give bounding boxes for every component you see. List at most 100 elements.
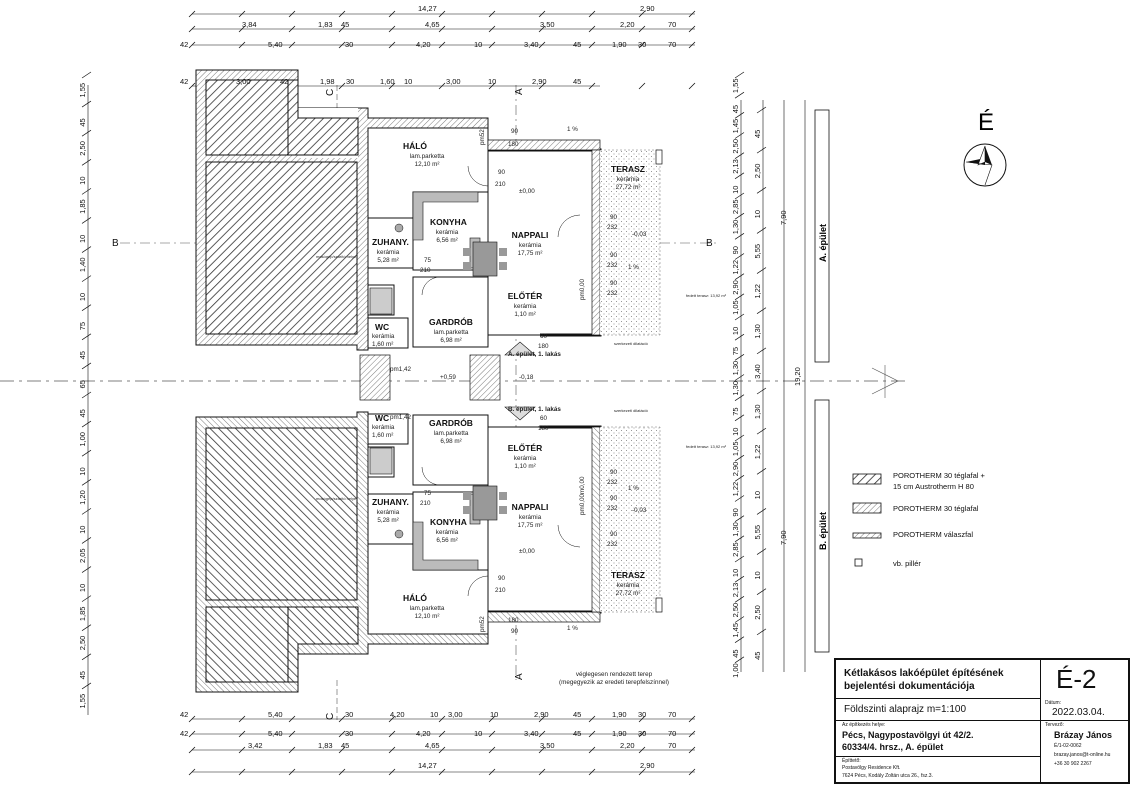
dim: 5,55 [753,525,762,540]
dim: 3,50 [540,20,555,29]
room-material: kerámia [617,582,640,589]
dim-tick [81,566,92,573]
dim-tick [734,293,745,301]
room-material: kerámia [372,424,395,431]
slope-mark: 1 % [628,264,639,271]
note: mosógép/szárító helye [316,496,357,501]
dim: 10 [753,210,762,218]
opening-dim: 90 [610,495,618,502]
dim: 1,90 [612,40,627,49]
opening-dim: 210 [495,181,506,188]
site-line-1: Pécs, Nagypostavölgyi út 42/2. [842,730,974,740]
dim: 2,50 [78,141,87,156]
opening-dim: 180 [508,617,519,624]
dim: 1,55 [78,83,87,98]
dim-tick [488,768,496,776]
level-mark: ±0,00 [519,548,535,555]
dim-tick [388,41,396,49]
dim-tick [188,41,196,49]
room-material: kerámia [519,242,542,249]
dim-tick [81,508,92,515]
dim: 2,50 [731,603,740,618]
dim: 2,50 [731,139,740,154]
dim: 1,22 [753,284,762,299]
dim-tick [488,82,496,90]
dim-tick [81,246,92,253]
opening-dim: 180 [538,425,549,432]
dim-tick [81,129,92,137]
room-material: lam.parketta [410,153,445,160]
dim-terrace-width-bottom: 2,90 [640,761,655,770]
building-labels: A. épület B. épület [814,109,830,653]
dim-tick [388,746,396,754]
dim: 70 [668,20,676,29]
dim-tick [388,10,396,18]
section-marker-b-right: B [706,238,713,249]
dim: 42 [180,729,188,738]
dim-tick [638,768,646,776]
dim-tick [288,10,296,18]
dim: 3,42 [248,741,263,750]
north-label: É [978,109,994,136]
dim: 1,05 [731,441,740,456]
room-labels-b: HÁLÓ lam.parketta 12,10 m² KONYHA kerámi… [372,413,645,620]
dim-tick [538,730,546,738]
dim: 2,13 [731,583,740,598]
legend-item-label: POROTHERM 30 téglafal + [893,471,986,480]
dim-tick [734,374,745,381]
room-material: kerámia [514,303,537,310]
section-marker-c-bottom: C [325,713,336,720]
dim-tick [756,508,767,515]
dim-tick [81,449,92,457]
dim-tick [81,595,92,602]
dim-tick [388,82,396,90]
opening-dim: pm52 [479,129,486,145]
dim: 10 [78,235,87,243]
builder-line-1: Postavölgy Residence Kft. [842,765,901,771]
dim: 2,20 [620,20,635,29]
dim-tick [488,10,496,18]
dim: 30 [346,77,354,86]
room-area: 6,98 m² [440,438,461,445]
dim-tick [438,768,446,776]
dim: 1,45 [731,119,740,134]
builder-line-2: 7624 Pécs, Kodály Zoltán utca 26., fsz.3… [842,773,933,779]
dim: 1,55 [731,78,740,93]
room-material: lam.parketta [434,329,469,336]
dim-tick [756,467,767,475]
dim-tick [734,495,745,502]
dim: 1,30 [731,522,740,537]
note: szerkezeti dilatáció [614,408,649,413]
dim: 1,30 [753,324,762,339]
legend-swatch-insulated [852,473,882,485]
note: fedett terasz: 13,92 m² [686,293,727,298]
dim-tick [688,730,696,738]
dim: 1,90 [612,710,627,719]
note: mosógép/szárító helye [316,254,357,259]
title-line-2: bejelentési dokumentációja [844,681,975,692]
dim-tick [438,25,446,33]
dim-tick [538,41,546,49]
room-area: 1,60 m² [372,432,393,439]
dim: 45 [753,652,762,660]
room-name: ZUHANY. [372,237,409,247]
dimensions-top: 14,27 2,90 3,84 1,83 45 4,65 3,50 2,20 7… [180,4,676,86]
dim-tick [388,715,396,723]
room-material: kerámia [514,455,537,462]
dim-tick [81,362,92,370]
legend-item-label: 15 cm Austrotherm H 80 [893,482,974,491]
dim: 3,40 [524,729,539,738]
dim: 90 [731,246,740,254]
dim: 1,22 [753,445,762,460]
dim-tick [238,768,246,776]
room-name: GARDRÓB [429,316,473,327]
date-label: Dátum: [1045,700,1062,706]
dim: 5,40 [268,710,283,719]
dim-tick [734,91,745,99]
dim-tick [588,41,596,49]
room-material: kerámia [377,249,400,256]
level-mark: pm1,42 [390,366,412,373]
dim-tick [81,217,92,224]
dim-tick [388,25,396,33]
opening-dim: 180 [508,141,519,148]
